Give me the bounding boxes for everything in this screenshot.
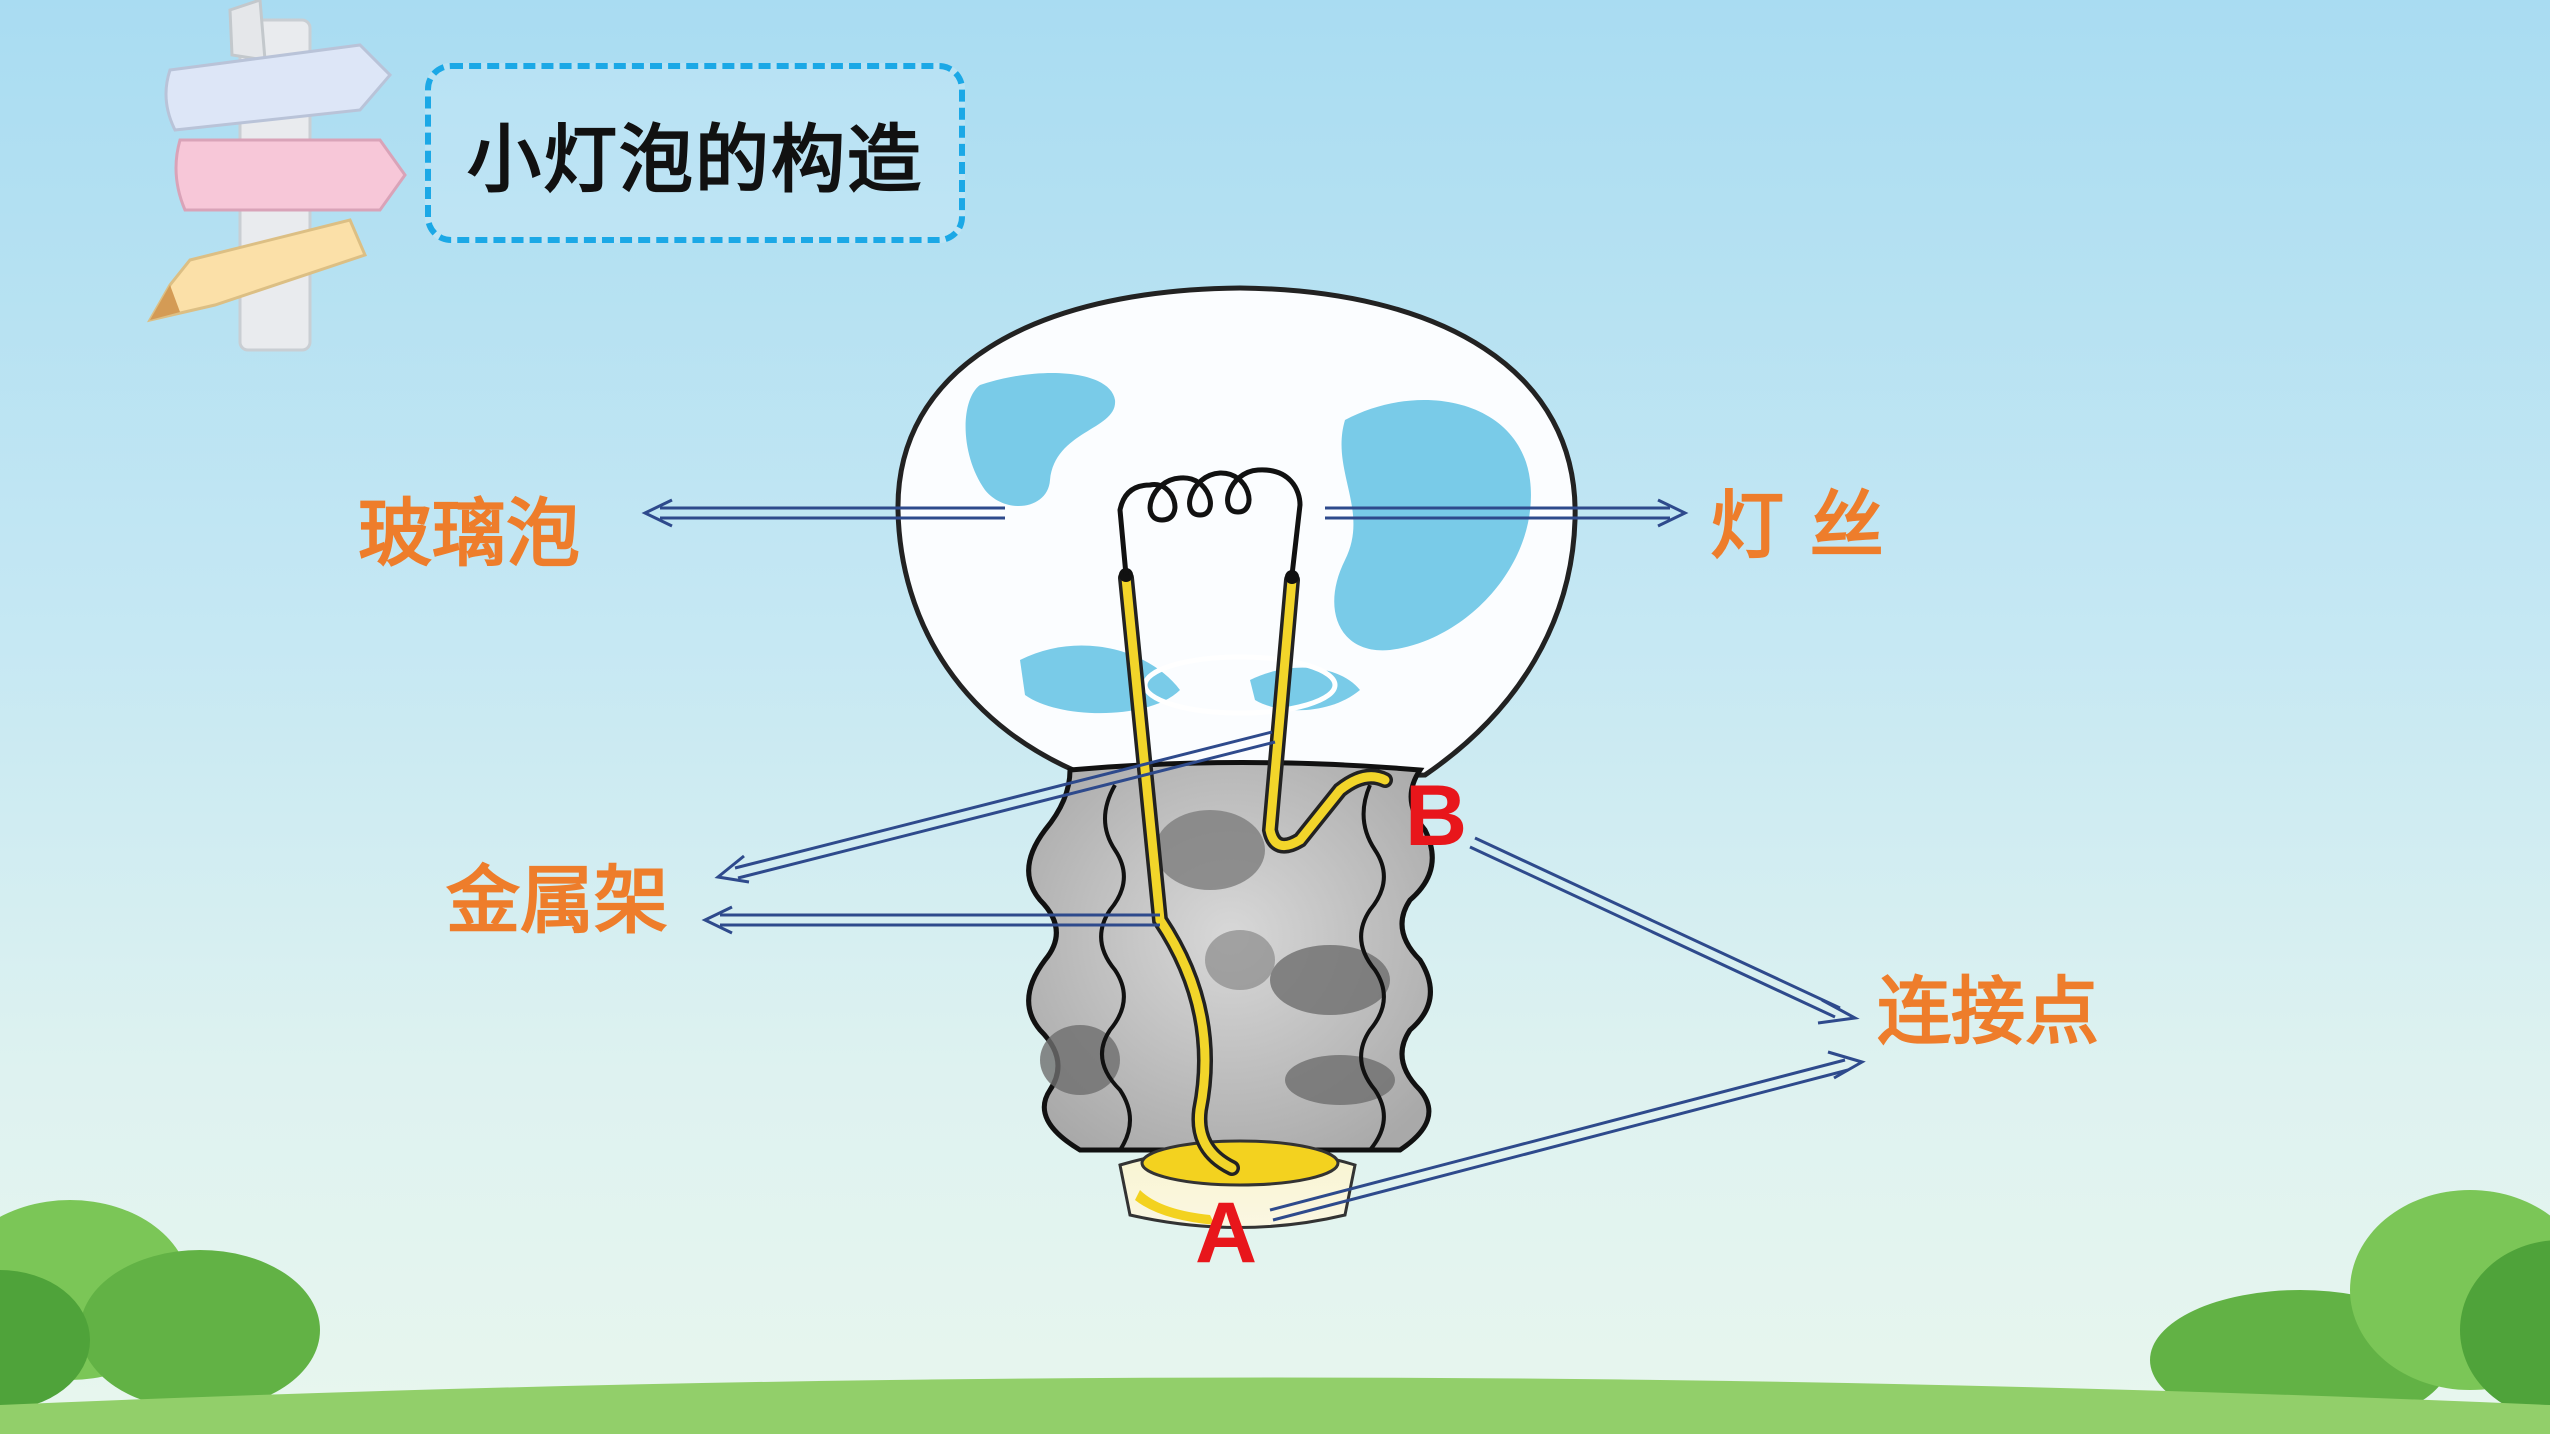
pointer-arrows	[641, 498, 1866, 1222]
bulb-illustration	[895, 285, 1578, 1229]
label-connection-point: 连接点	[1877, 969, 2099, 1055]
glass-bulb-arrow	[641, 498, 1005, 528]
label-glass-bulb: 玻璃泡	[358, 491, 580, 577]
point-b-label: B	[1405, 768, 1468, 864]
label-filament: 灯 丝	[1710, 483, 1884, 569]
metal-frame-arrow-1	[714, 730, 1276, 884]
signpost-decoration	[146, 0, 407, 352]
connection-arrow-b	[1469, 836, 1860, 1025]
label-metal-frame: 金属架	[446, 858, 668, 944]
page-title: 小灯泡的构造	[467, 116, 923, 203]
filament-arrow	[1325, 498, 1689, 528]
metal-frame-arrow-2	[701, 905, 1160, 935]
filament-shape	[1117, 467, 1303, 576]
connection-arrow-a	[1269, 1050, 1866, 1222]
grass-decoration	[0, 1190, 2550, 1434]
point-a-label: A	[1195, 1185, 1258, 1281]
title-box: 小灯泡的构造	[425, 63, 965, 243]
